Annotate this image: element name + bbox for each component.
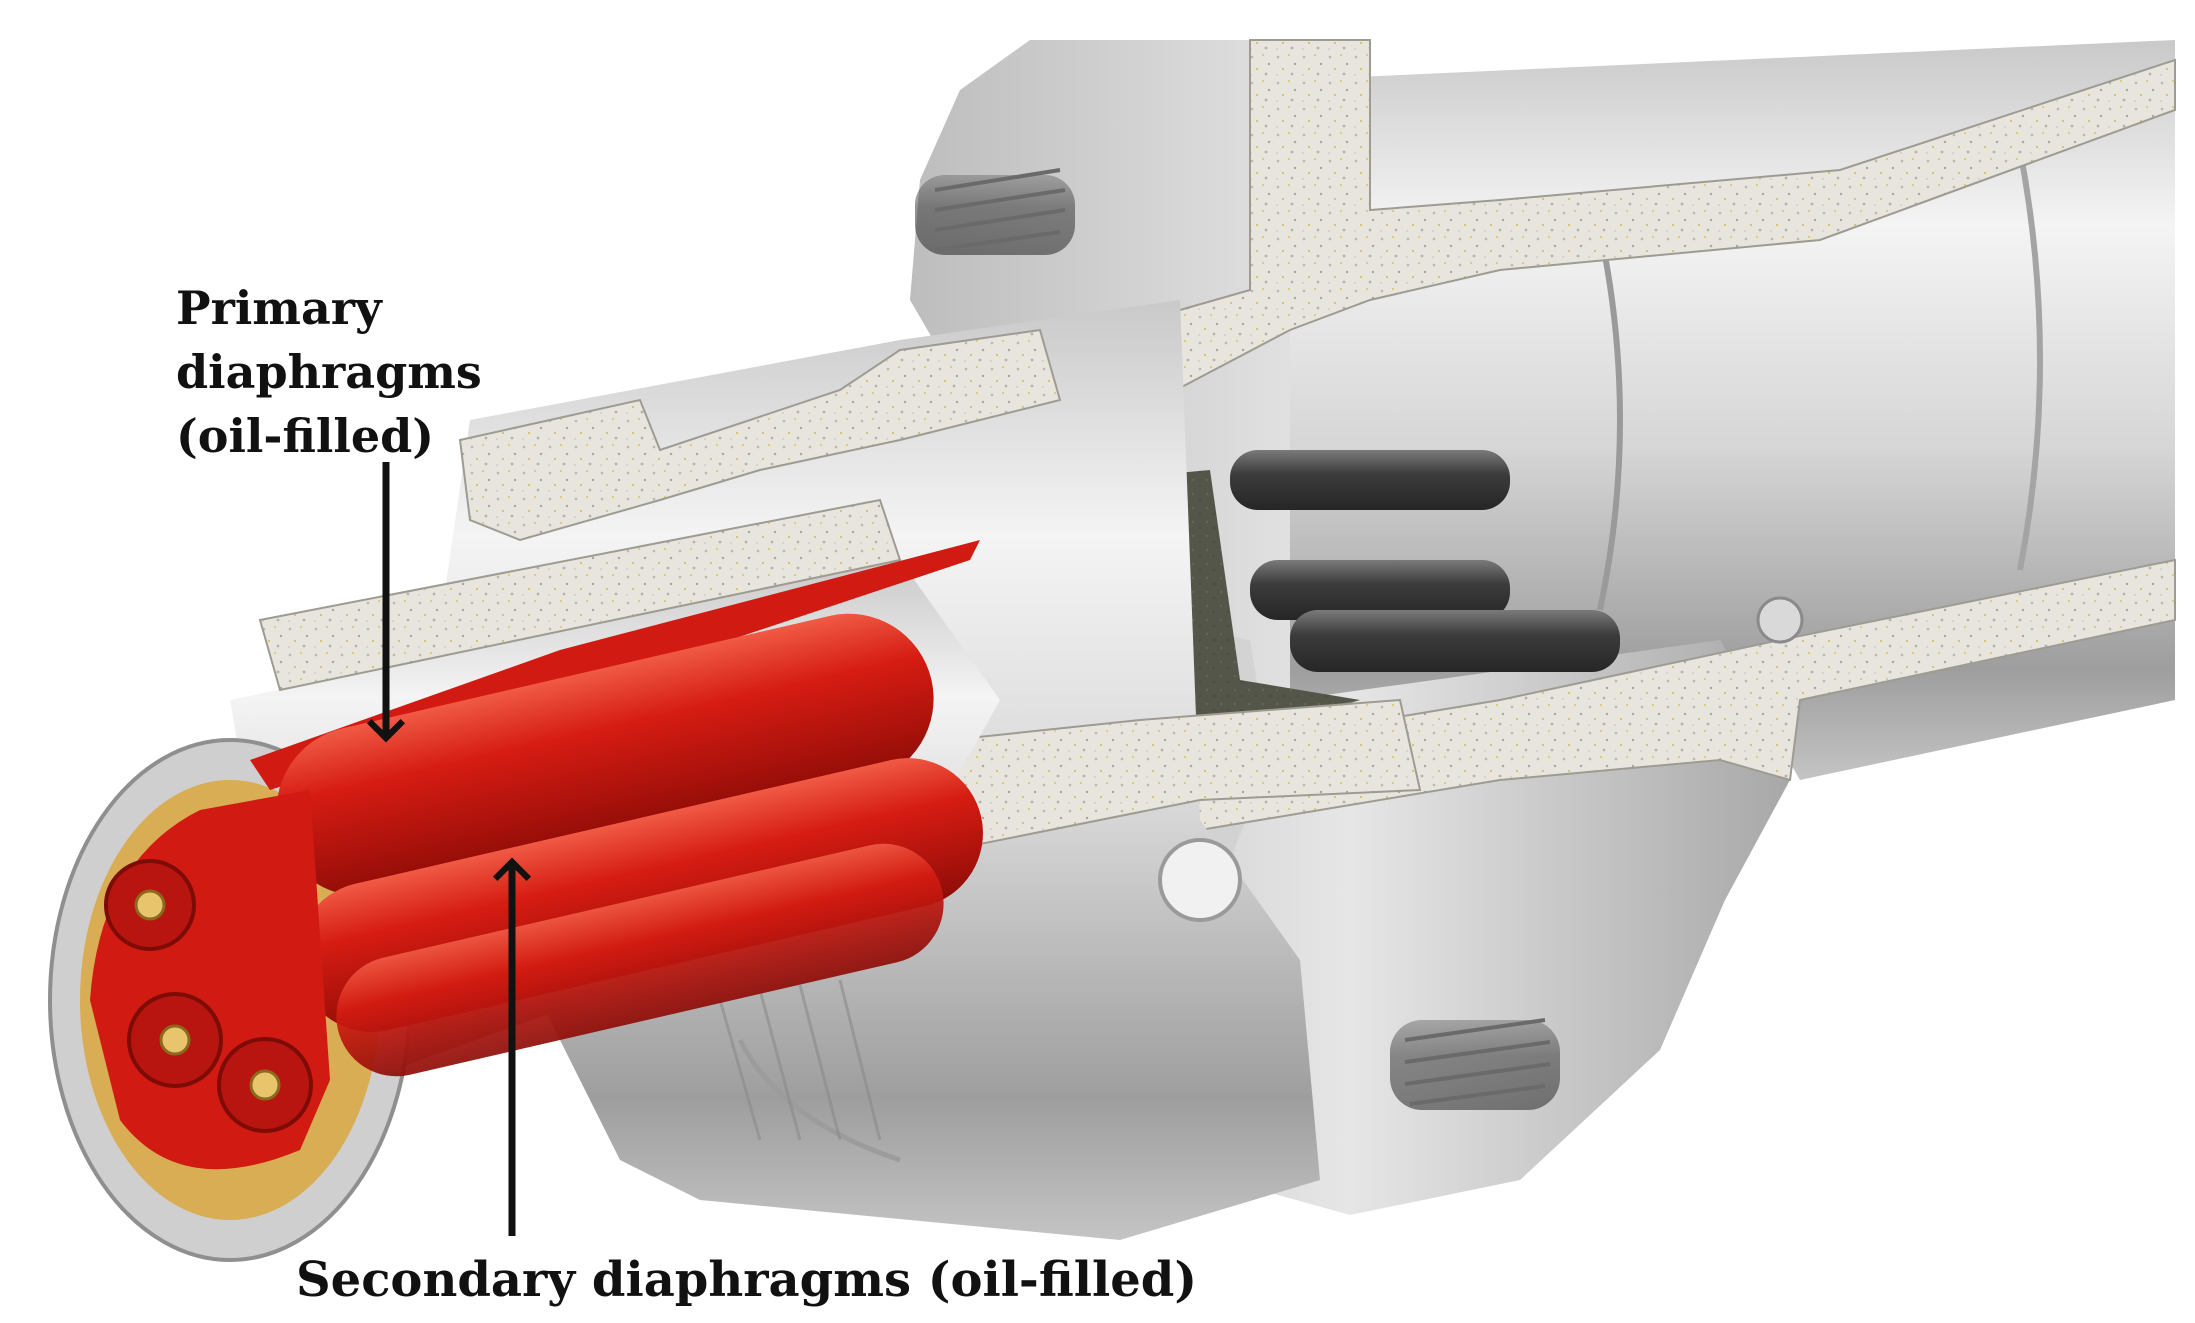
lower-flange-bolt [1390,1018,1560,1110]
front-insert [90,790,330,1170]
primary-label-line-1: Primary [176,281,382,335]
primary-label-line-3: (oil-filled) [176,409,435,463]
upper-flange-bolt [915,168,1075,255]
primary-label-line-2: diaphragms [176,345,482,399]
primary-diaphragms-label: Primary diaphragms (oil-filled) [176,276,482,468]
secondary-diaphragms-label: Secondary diaphragms (oil-filled) [296,1252,1198,1308]
secondary-diaphragms [276,613,983,1077]
internal-contact-pins [1230,450,1620,672]
